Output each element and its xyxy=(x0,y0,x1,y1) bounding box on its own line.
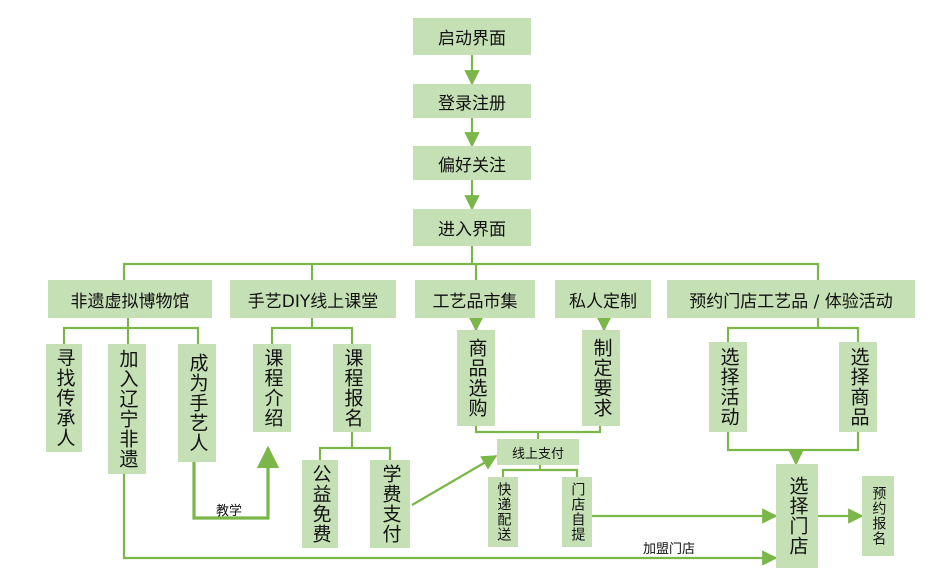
node-museum[interactable]: 非遗虚拟博物馆 xyxy=(48,280,212,318)
branch-online xyxy=(501,465,579,477)
node-become[interactable]: 成为手艺人 xyxy=(178,344,216,462)
node-login[interactable]: 登录注册 xyxy=(413,84,531,118)
node-enter[interactable]: 进入界面 xyxy=(413,209,531,246)
node-tuition[interactable]: 学费支付 xyxy=(370,460,410,548)
node-store[interactable]: 预约门店工艺品 / 体验活动 xyxy=(667,280,915,318)
branch-top xyxy=(122,246,820,280)
node-free[interactable]: 公益免费 xyxy=(302,460,338,548)
branch-diy xyxy=(270,318,354,344)
node-find[interactable]: 寻找传承人 xyxy=(46,344,82,452)
node-join[interactable]: 加入辽宁非遗 xyxy=(108,344,146,474)
node-custom[interactable]: 私人定制 xyxy=(555,280,651,318)
node-req[interactable]: 制定要求 xyxy=(582,330,620,426)
node-pref[interactable]: 偏好关注 xyxy=(413,146,531,180)
node-selstore[interactable]: 选择门店 xyxy=(776,464,818,568)
node-book[interactable]: 预约报名 xyxy=(862,476,894,556)
merge-selstore xyxy=(726,432,860,452)
arrow-teach xyxy=(192,445,280,520)
merge-online xyxy=(474,426,602,439)
node-intro[interactable]: 课程介绍 xyxy=(253,344,291,432)
node-diy[interactable]: 手艺DIY线上课堂 xyxy=(230,280,396,318)
node-start[interactable]: 启动界面 xyxy=(413,18,531,55)
arrow-franchise xyxy=(122,474,778,566)
label-franchise: 加盟门店 xyxy=(643,542,696,557)
node-online[interactable]: 线上支付 xyxy=(497,439,579,465)
branch-store xyxy=(726,318,860,342)
arrow-tuition-online xyxy=(411,455,498,506)
label-teach: 教学 xyxy=(216,504,243,519)
branch-museum xyxy=(62,318,200,344)
node-selact[interactable]: 选择活动 xyxy=(709,342,747,432)
node-signup[interactable]: 课程报名 xyxy=(333,344,371,432)
node-express[interactable]: 快递配送 xyxy=(488,477,518,547)
node-goods[interactable]: 商品选购 xyxy=(457,330,495,426)
branch-signup xyxy=(318,432,392,460)
node-selgoods[interactable]: 选择商品 xyxy=(839,342,877,432)
node-market[interactable]: 工艺品市集 xyxy=(415,280,535,318)
node-pickup[interactable]: 门店自提 xyxy=(562,477,592,547)
